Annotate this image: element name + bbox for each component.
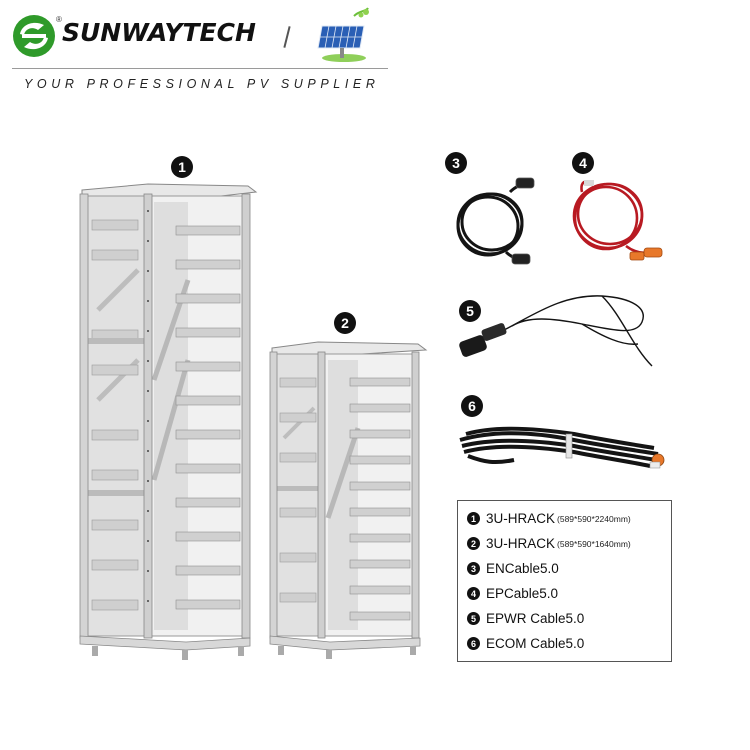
badge-2: 2: [334, 312, 356, 334]
legend-name: ECOM Cable5.0: [486, 636, 585, 651]
legend-name: 3U-HRACK: [486, 536, 556, 551]
solar-panel-icon: [317, 7, 369, 62]
legend-item-1: 1 3U-HRACK (589*590*2240mm): [467, 511, 631, 526]
badge-5: 5: [459, 300, 481, 322]
legend-dimensions: (589*590*2240mm): [557, 513, 631, 524]
short-rack-image: [269, 341, 428, 659]
legend-number: 6: [467, 637, 480, 650]
encable-image: [456, 177, 535, 265]
epcable-image: [572, 180, 663, 261]
tagline: YOUR PROFESSIONAL PV SUPPLIER: [24, 77, 380, 91]
badge-4: 4: [572, 152, 594, 174]
legend-number: 2: [467, 537, 480, 550]
legend-item-4: 4 EPCable5.0: [467, 586, 558, 601]
legend-item-3: 3 ENCable5.0: [467, 561, 559, 576]
tall-rack-image: [79, 183, 258, 660]
legend-name: 3U-HRACK: [486, 511, 556, 526]
legend-number: 3: [467, 562, 480, 575]
header-divider: [283, 26, 291, 48]
legend-item-5: 5 EPWR Cable5.0: [467, 611, 584, 626]
legend-number: 5: [467, 612, 480, 625]
badge-3: 3: [445, 152, 467, 174]
epwr-cable-image: [459, 295, 653, 367]
ecom-cable-image: [459, 426, 665, 469]
legend-number: 4: [467, 587, 480, 600]
legend-name: EPCable5.0: [486, 586, 559, 601]
legend-box: 1 3U-HRACK (589*590*2240mm) 2 3U-HRACK (…: [457, 500, 672, 662]
sunwaytech-logo-icon: [13, 15, 55, 57]
badge-6: 6: [461, 395, 483, 417]
legend-item-2: 2 3U-HRACK (589*590*1640mm): [467, 536, 631, 551]
legend-name: EPWR Cable5.0: [486, 611, 585, 626]
legend-name: ENCable5.0: [486, 561, 559, 576]
legend-item-6: 6 ECOM Cable5.0: [467, 636, 584, 651]
registered-mark: ®: [56, 15, 62, 24]
legend-dimensions: (589*590*1640mm): [557, 538, 631, 549]
badge-1: 1: [171, 156, 193, 178]
brand-name: SUNWAYTECH: [62, 18, 256, 47]
header-underline: [12, 68, 388, 69]
legend-number: 1: [467, 512, 480, 525]
